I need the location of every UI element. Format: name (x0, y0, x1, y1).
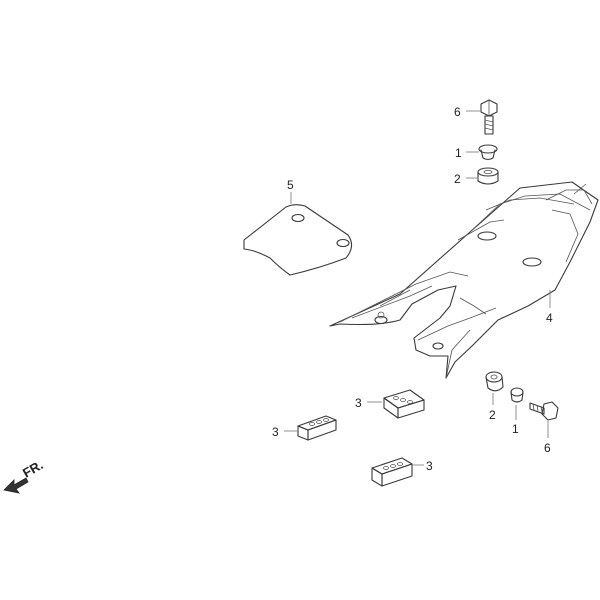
part-3-block-left (297, 415, 337, 441)
part-1-collar-bottom (510, 387, 524, 403)
label-part-1-top: 1 (455, 146, 462, 160)
callout-labels: 6 1 2 5 4 2 1 6 3 3 3 (272, 105, 553, 473)
label-part-6-top: 6 (454, 105, 461, 119)
part-2-grommet-top (477, 167, 499, 185)
front-arrow-icon (3, 477, 29, 494)
label-part-2-bottom: 2 (489, 408, 496, 422)
label-part-4: 4 (546, 311, 553, 325)
part-3-block-center (383, 389, 425, 419)
part-3-block-bottom (371, 457, 413, 487)
front-direction-indicator: FR. (3, 457, 46, 494)
label-part-3-left: 3 (272, 425, 279, 439)
leader-lines (284, 110, 551, 466)
part-6-bolt-top (480, 99, 498, 135)
part-6-bolt-bottom (529, 401, 559, 421)
label-part-2-top: 2 (454, 172, 461, 186)
front-direction-label: FR. (20, 457, 46, 480)
part-1-collar-top (478, 144, 498, 161)
label-part-5: 5 (287, 178, 294, 192)
label-part-3-center: 3 (355, 396, 362, 410)
part-2-grommet-bottom (485, 371, 504, 392)
label-part-6-bottom: 6 (544, 441, 551, 455)
part-4-tail-cowl (329, 181, 599, 379)
label-part-3-bottom: 3 (426, 459, 433, 473)
label-part-1-bottom: 1 (512, 422, 519, 436)
part-5-seat-pad (243, 204, 353, 276)
